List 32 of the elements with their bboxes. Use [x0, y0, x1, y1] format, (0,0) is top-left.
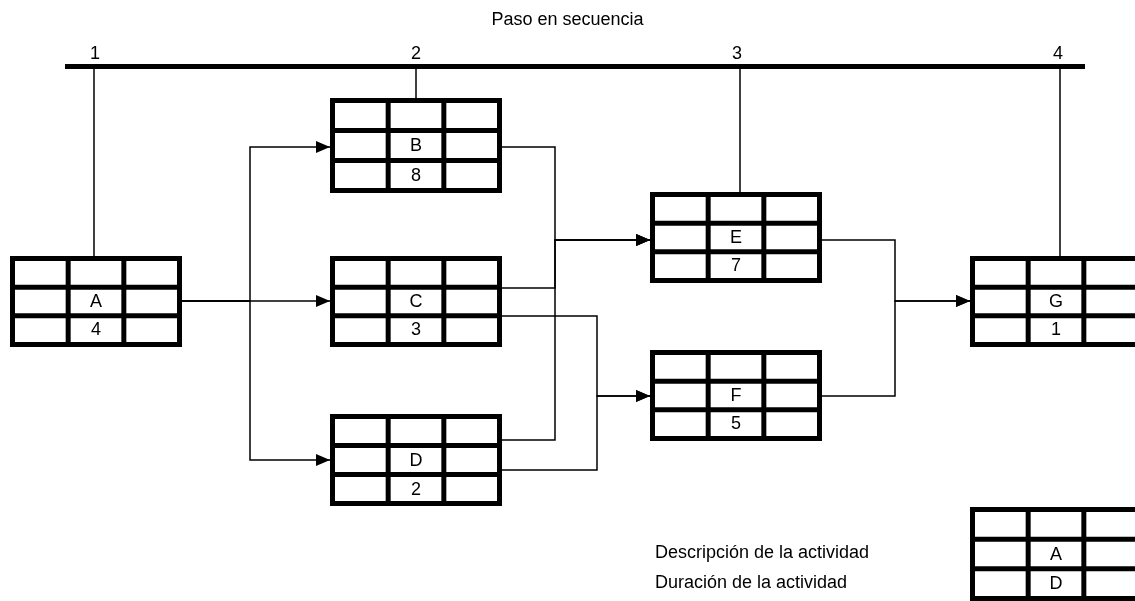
- arrow: [501, 234, 651, 441]
- activity-letter: G: [1047, 289, 1064, 313]
- activity-duration: 1: [1049, 318, 1062, 342]
- step-number: 1: [89, 44, 101, 62]
- step-sequence-bar: [65, 64, 1085, 69]
- step-number: 3: [731, 44, 743, 62]
- connector-line: [415, 68, 417, 99]
- arrow: [821, 295, 971, 397]
- activity-letter: C: [408, 289, 424, 313]
- step-axis-title: Paso en secuencia: [490, 10, 645, 28]
- connector-line: [739, 68, 741, 193]
- activity-duration: 3: [409, 318, 422, 342]
- activity-letter: B: [408, 134, 423, 157]
- activity-letter: A: [88, 289, 103, 313]
- activity-letter: E: [728, 225, 743, 249]
- legend-description: Descripción de la actividad: [655, 543, 870, 561]
- legend-description: Duración de la actividad: [655, 573, 848, 591]
- activity-duration: 4: [89, 318, 102, 342]
- activity-letter: A: [1048, 542, 1063, 566]
- arrow: [501, 390, 651, 471]
- activity-duration: D: [1048, 572, 1064, 596]
- activity-letter: F: [729, 383, 743, 407]
- activity-letter: D: [408, 449, 424, 472]
- activity-duration: 5: [729, 412, 742, 436]
- activity-duration: 7: [729, 254, 742, 278]
- activity-duration: 2: [409, 478, 422, 501]
- step-number: 4: [1052, 44, 1064, 62]
- connector-line: [93, 68, 95, 257]
- connector-line: [1059, 68, 1061, 257]
- step-number: 2: [410, 44, 422, 62]
- activity-duration: 8: [409, 164, 422, 187]
- arrow: [181, 300, 331, 466]
